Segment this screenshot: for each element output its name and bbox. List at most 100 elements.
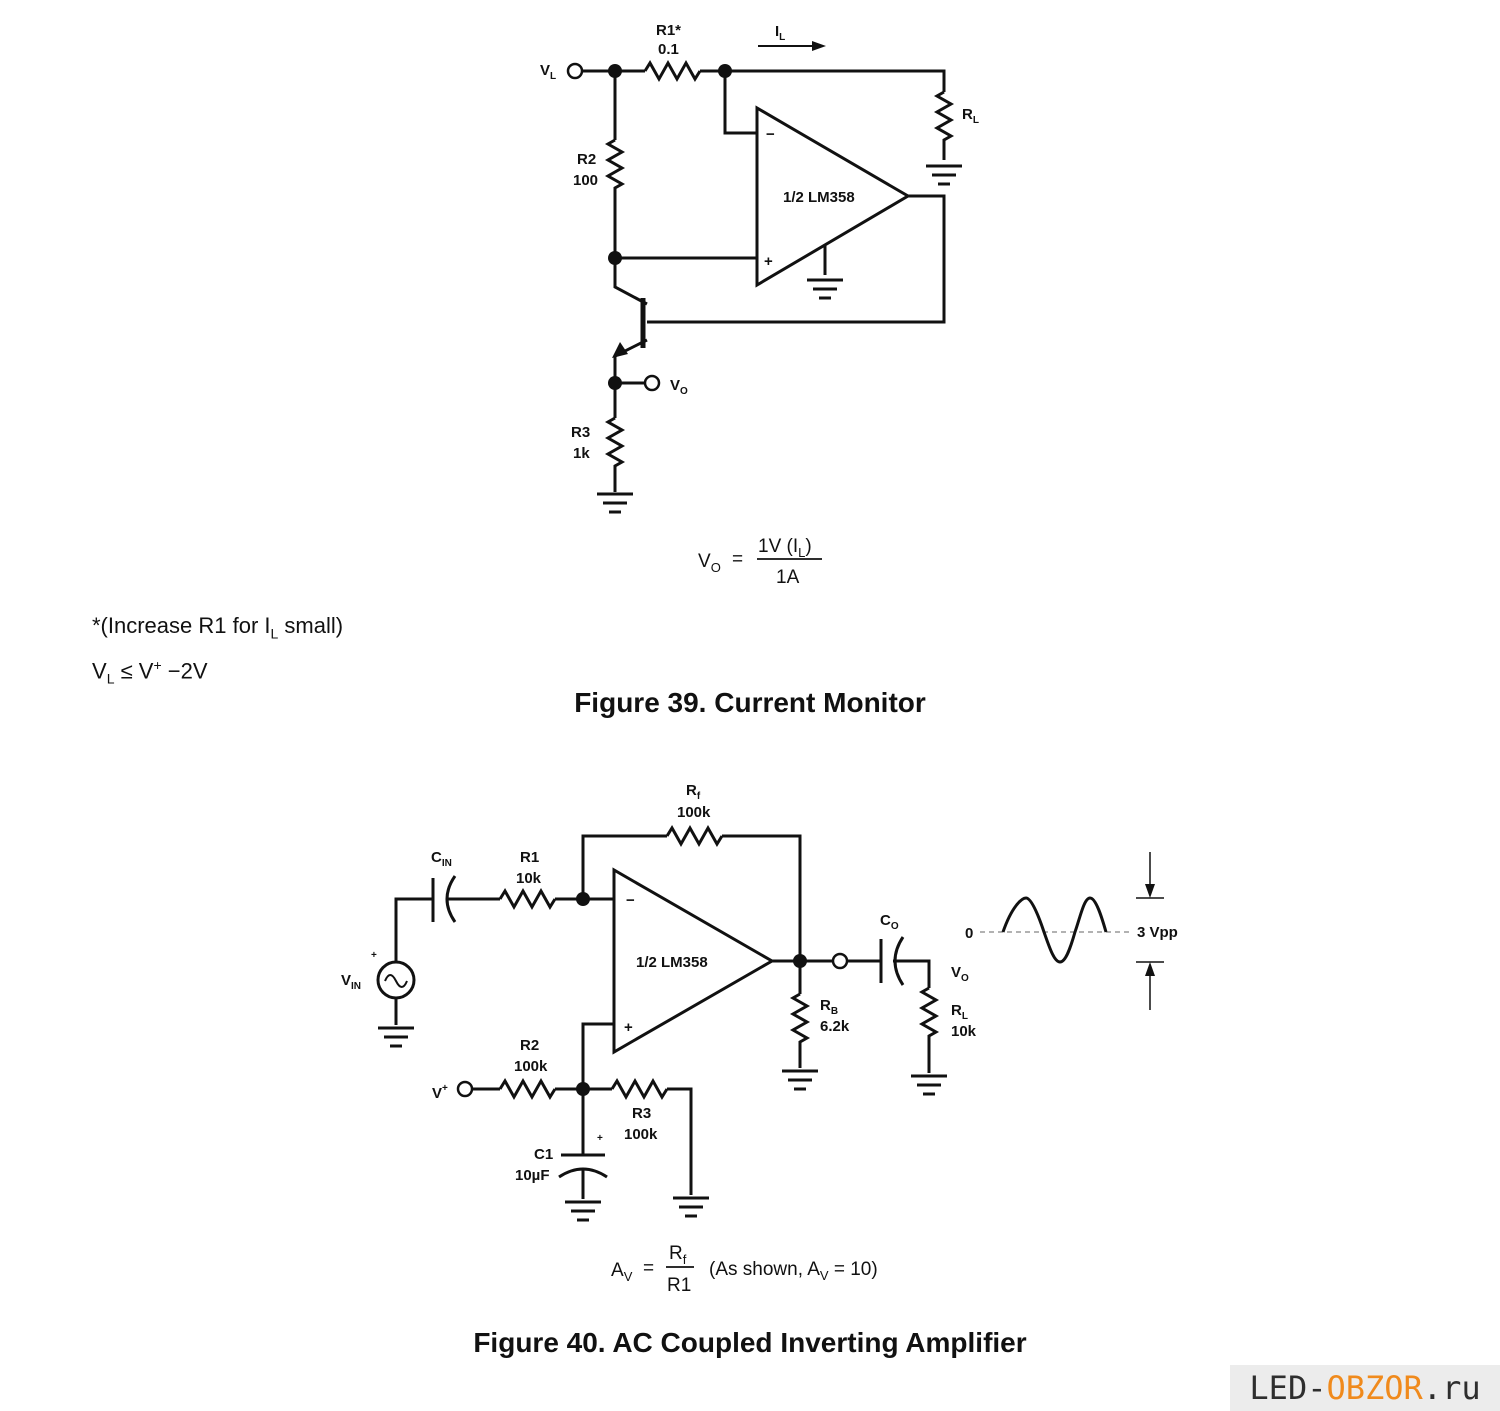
capacitor-c1 <box>558 1153 608 1179</box>
junction-dot <box>608 64 622 78</box>
ground-rb <box>782 1069 818 1091</box>
resistor-rb <box>789 992 811 1068</box>
junction-dot <box>608 376 622 390</box>
ground-r3 <box>673 1196 709 1218</box>
wire-feedback-right <box>722 834 802 961</box>
r1-value: 10k <box>516 870 542 887</box>
vplus-terminal <box>456 1080 474 1098</box>
r3-label: R3 <box>632 1105 651 1122</box>
r3-label: R3 <box>571 424 590 441</box>
rl-value: 10k <box>951 1023 977 1040</box>
watermark-logo: LED-OBZOR.ru <box>1230 1365 1500 1411</box>
c1-label: C1 <box>534 1146 553 1163</box>
eq-equals: = <box>643 1258 654 1279</box>
rb-value: 6.2k <box>820 1018 850 1035</box>
eq-numerator: Rf <box>669 1243 687 1267</box>
figure-40-schematic: Rf 100k + VIN CIN R1 10k − + 1/2 LM358 C… <box>341 782 1178 1222</box>
vpp-label: 3 Vpp <box>1137 924 1178 941</box>
r2-value: 100k <box>514 1058 548 1075</box>
wire-collector <box>613 258 648 306</box>
c1-value: 10µF <box>515 1167 550 1184</box>
resistor-rl-fig40 <box>918 986 940 1073</box>
wire-noninv <box>581 1022 614 1089</box>
note-line-2: VL ≤ V+ −2V <box>92 657 208 688</box>
wire-r1-rl <box>700 69 946 92</box>
note-line-1: *(Increase R1 for IL small) <box>92 613 344 642</box>
sine-wave <box>1001 896 1108 964</box>
output-terminal <box>831 952 849 970</box>
r1-value: 0.1 <box>658 41 679 58</box>
r2-value: 100 <box>573 172 598 189</box>
ground-vin <box>378 1026 414 1048</box>
vl-terminal <box>566 62 584 80</box>
vo-label: VO <box>670 377 688 397</box>
rf-value: 100k <box>677 804 711 821</box>
vin-plus: + <box>371 950 377 961</box>
ground-rl <box>926 164 962 186</box>
figure-39-schematic: VL R1* 0.1 IL RL − + 1/2 LM358 R2 1 <box>540 22 979 514</box>
cin-label: CIN <box>431 849 452 869</box>
r3-value: 100k <box>624 1126 658 1143</box>
rl-label: RL <box>962 106 979 126</box>
eq-denominator: R1 <box>667 1275 691 1296</box>
resistor-rl <box>933 90 955 160</box>
opamp-lm358-fig40 <box>612 867 776 1055</box>
opamp-label: 1/2 LM358 <box>783 189 855 206</box>
junction-dot <box>576 892 590 906</box>
opamp-minus: − <box>626 892 635 909</box>
resistor-r2 <box>604 138 626 258</box>
resistor-r1-fig40 <box>498 887 557 911</box>
wire-co-rl <box>893 959 931 988</box>
vplus-label: V+ <box>432 1083 448 1102</box>
resistor-rf <box>665 824 724 848</box>
r3-value: 1k <box>573 445 590 462</box>
opamp-plus: + <box>624 1019 633 1036</box>
eq-note: (As shown, AV = 10) <box>709 1259 878 1283</box>
junction-dot <box>718 64 732 78</box>
zero-label: 0 <box>965 925 973 942</box>
resistor-r3 <box>604 416 626 492</box>
figure-39-title: Figure 39. Current Monitor <box>574 687 926 718</box>
vo-label: VO <box>951 964 969 984</box>
r1-label: R1* <box>656 22 681 39</box>
resistor-r1 <box>643 59 702 83</box>
vo-terminal <box>643 374 661 392</box>
opamp-minus: − <box>766 126 775 143</box>
rf-label: Rf <box>686 782 701 802</box>
vl-label: VL <box>540 62 556 82</box>
ground-rl <box>911 1074 947 1096</box>
fig39-note: *(Increase R1 for IL small) VL ≤ V+ −2V <box>92 610 343 695</box>
resistor-r2-fig40 <box>498 1077 557 1101</box>
eq-denominator: 1A <box>776 567 800 588</box>
r2-label: R2 <box>520 1037 539 1054</box>
wire-output-base <box>647 194 946 324</box>
c1-plus: + <box>597 1133 603 1144</box>
eq-equals: = <box>732 549 743 570</box>
figure-40-title: Figure 40. AC Coupled Inverting Amplifie… <box>473 1327 1027 1358</box>
wire-r3-ground <box>667 1087 693 1195</box>
il-arrow-head <box>812 41 826 51</box>
sine-icon <box>384 974 408 988</box>
junction-dot <box>608 251 622 265</box>
ground-opamp <box>807 278 843 300</box>
r1-label: R1 <box>520 849 539 866</box>
fig39-equation: VO = 1V (IL) 1A <box>698 536 822 588</box>
junction-dot <box>793 954 807 968</box>
opamp-label: 1/2 LM358 <box>636 954 708 971</box>
eq-lhs: AV <box>611 1260 633 1284</box>
junction-dot <box>576 1082 590 1096</box>
il-label: IL <box>775 23 785 43</box>
opamp-lm358-fig39 <box>755 105 911 288</box>
ground-c1 <box>565 1200 601 1222</box>
rl-label: RL <box>951 1002 968 1022</box>
emitter-arrow <box>612 342 628 358</box>
ground-r3 <box>597 492 633 514</box>
eq-lhs: VO <box>698 551 721 575</box>
arrow-head-down <box>1145 884 1155 898</box>
fig40-equation: AV = Rf R1 (As shown, AV = 10) <box>611 1243 878 1296</box>
output-waveform: 0 3 Vpp <box>965 852 1178 1010</box>
co-label: CO <box>880 912 899 932</box>
rb-label: RB <box>820 997 838 1017</box>
eq-numerator: 1V (IL) <box>758 536 812 560</box>
